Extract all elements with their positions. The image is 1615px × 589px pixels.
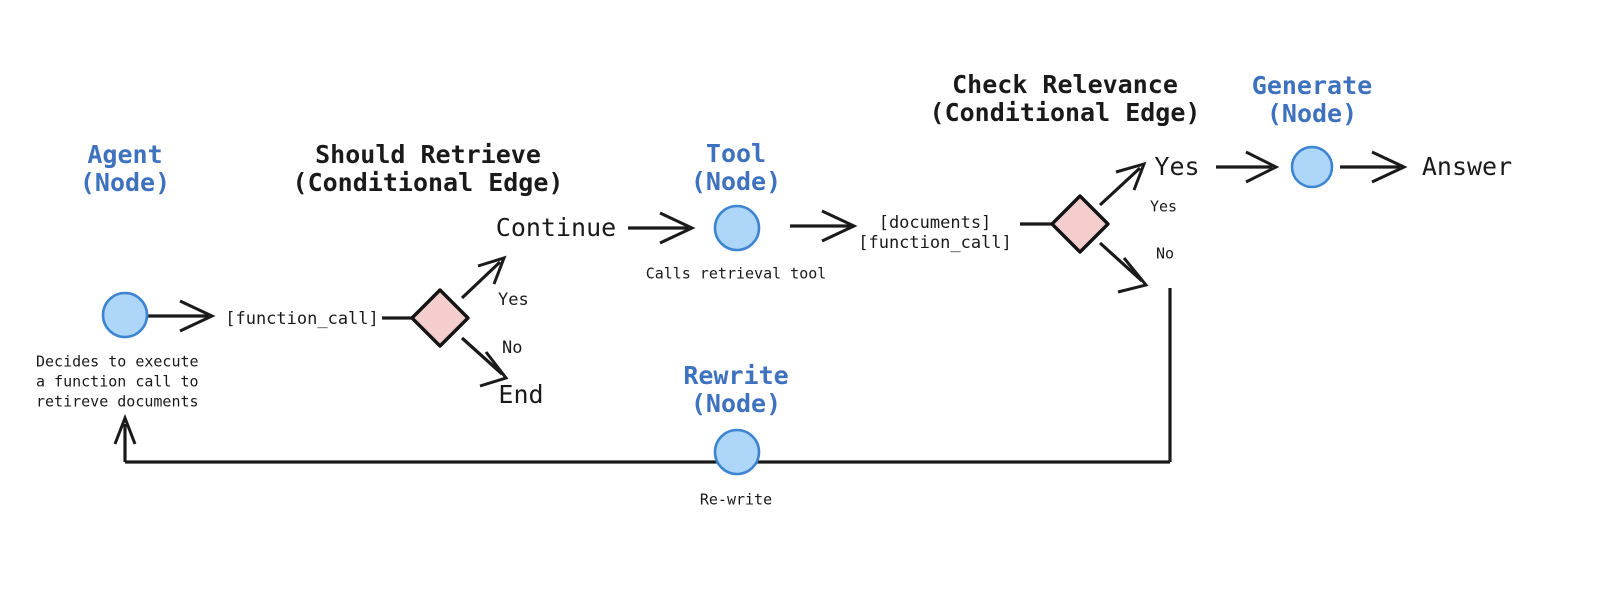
tool-caption: Calls retrieval tool xyxy=(646,265,827,283)
rewrite-title-line1: Rewrite xyxy=(683,361,788,390)
continue-label: Continue xyxy=(496,213,616,242)
agent-node-circle[interactable] xyxy=(101,291,149,339)
relevance-yes-big-label: Yes xyxy=(1154,152,1199,181)
edge-should-retrieve-no xyxy=(460,336,509,388)
answer-label: Answer xyxy=(1422,152,1512,181)
edge-agent-to-function-call xyxy=(148,299,216,333)
edge-yes-to-generate xyxy=(1216,150,1280,184)
agent-title-line1: Agent xyxy=(87,140,162,169)
documents-tag-line1: [documents] xyxy=(879,213,992,233)
rewrite-title-line2: (Node) xyxy=(691,389,781,418)
agent-caption-line3: retireve documents xyxy=(36,393,199,411)
edge-check-relevance-yes xyxy=(1098,161,1147,207)
generate-node-circle[interactable] xyxy=(1290,145,1334,189)
tool-title-line1: Tool xyxy=(706,139,766,168)
generate-title-line2: (Node) xyxy=(1267,99,1357,128)
check-relevance-title-line2: (Conditional Edge) xyxy=(930,98,1201,127)
edge-continue-to-tool xyxy=(628,211,696,245)
rewrite-node-circle[interactable] xyxy=(713,428,761,476)
check-relevance-diamond[interactable] xyxy=(1050,194,1110,254)
edge-check-relevance-no xyxy=(1098,241,1149,294)
check-relevance-title-line1: Check Relevance xyxy=(952,70,1178,99)
function-call-tag: [function_call] xyxy=(225,309,379,329)
agent-caption-line2: a function call to xyxy=(36,373,199,391)
should-retrieve-title-line1: Should Retrieve xyxy=(315,140,541,169)
should-retrieve-yes-label: Yes xyxy=(498,290,529,310)
agent-title-line2: (Node) xyxy=(80,168,170,197)
should-retrieve-diamond[interactable] xyxy=(410,288,470,348)
relevance-no-small-label: No xyxy=(1156,245,1174,263)
should-retrieve-no-label: No xyxy=(502,338,522,358)
relevance-yes-small-label: Yes xyxy=(1150,198,1177,216)
tool-title-line2: (Node) xyxy=(691,167,781,196)
generate-title-line1: Generate xyxy=(1252,71,1372,100)
edge-tool-to-documents xyxy=(790,209,858,243)
end-label: End xyxy=(498,380,543,409)
tool-node-circle[interactable] xyxy=(713,204,761,252)
edge-rewrite-loop xyxy=(113,288,1172,464)
should-retrieve-title-line2: (Conditional Edge) xyxy=(293,168,564,197)
edge-generate-to-answer xyxy=(1340,150,1408,184)
edge-should-retrieve-yes xyxy=(460,255,507,300)
agent-caption-line1: Decides to execute xyxy=(36,353,199,371)
rewrite-caption: Re-write xyxy=(700,491,772,509)
documents-tag-line2: [function_call] xyxy=(858,233,1012,253)
